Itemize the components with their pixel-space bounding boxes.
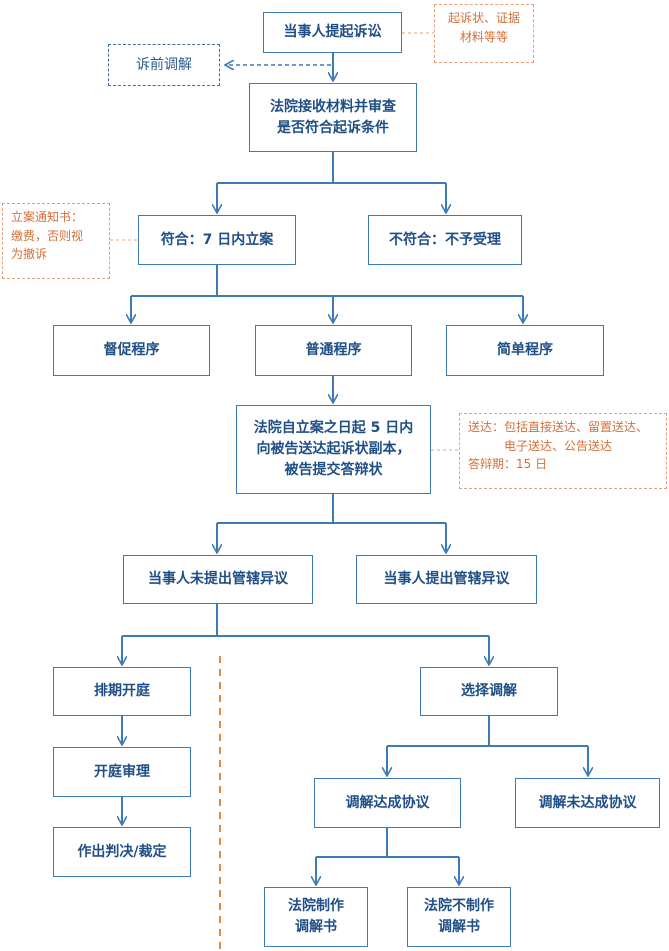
node-accept: 符合：7 日内立案 xyxy=(138,215,296,265)
node-objection: 当事人提出管辖异议 xyxy=(356,555,537,604)
node-med-fail: 调解未达成协议 xyxy=(515,778,660,828)
node-trial: 开庭审理 xyxy=(53,747,191,797)
node-proc-simple: 简单程序 xyxy=(446,325,604,376)
node-med-agree: 调解达成协议 xyxy=(314,778,461,828)
node-no-objection: 当事人未提出管辖异议 xyxy=(123,555,313,604)
node-review: 法院接收材料并审查是否符合起诉条件 xyxy=(249,83,417,152)
node-service: 法院自立案之日起 5 日内向被告送达起诉状副本，被告提交答辩状 xyxy=(236,405,431,494)
node-schedule: 排期开庭 xyxy=(53,667,191,716)
node-pre-mediation: 诉前调解 xyxy=(108,44,220,86)
node-reject: 不符合：不予受理 xyxy=(368,215,522,265)
node-mediation: 选择调解 xyxy=(420,667,558,716)
node-proc-urge: 督促程序 xyxy=(53,325,210,376)
note-materials: 起诉状、证据 材料等等 xyxy=(434,4,534,63)
node-court-no-make: 法院不制作调解书 xyxy=(407,887,511,947)
node-court-make: 法院制作调解书 xyxy=(264,887,368,947)
note-filing: 立案通知书： 缴费，否则视 为撤诉 xyxy=(2,203,110,279)
note-service: 送达：包括直接送达、留置送达、 电子送达、公告送达 答辩期：15 日 xyxy=(459,413,667,489)
node-proc-ordinary: 普通程序 xyxy=(255,325,412,376)
node-judgment: 作出判决/裁定 xyxy=(53,827,191,877)
node-start: 当事人提起诉讼 xyxy=(263,12,402,53)
